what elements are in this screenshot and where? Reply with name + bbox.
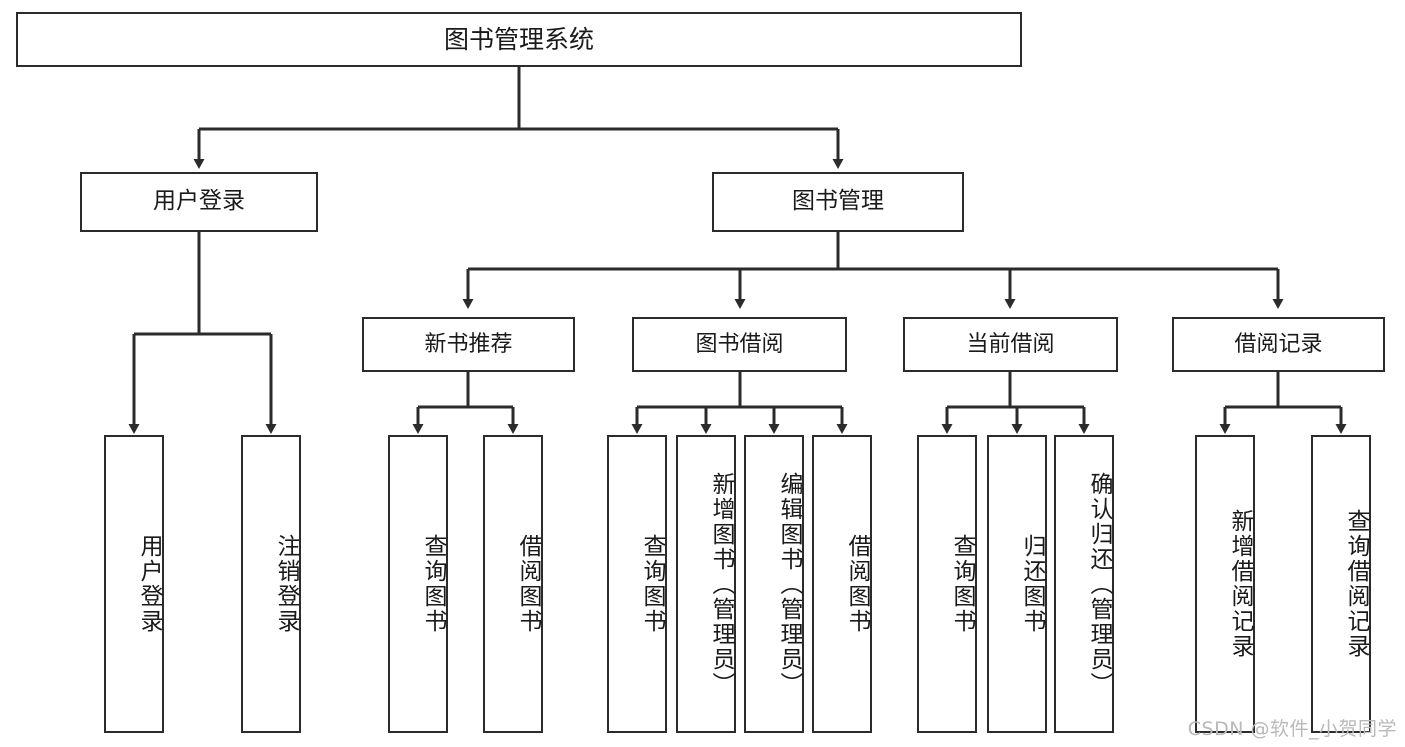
node-borrow-record[interactable]: 借阅记录	[1172, 317, 1385, 372]
node-root-system[interactable]: 图书管理系统	[16, 12, 1022, 67]
node-leaf-query-book-1[interactable]: 查询图书	[388, 435, 448, 733]
node-book-management[interactable]: 图书管理	[712, 172, 964, 232]
leaf-label: 新增借阅记录	[1227, 509, 1253, 659]
node-leaf-add-book-admin[interactable]: 新增图书（管理员）	[676, 435, 736, 733]
node-book-borrow[interactable]: 图书借阅	[632, 317, 847, 372]
leaf-label: 编辑图书（管理员）	[776, 471, 802, 697]
leaf-label: 归还图书	[1019, 534, 1045, 634]
node-leaf-user-login[interactable]: 用户登录	[104, 435, 164, 733]
node-leaf-confirm-return-admin[interactable]: 确认归还（管理员）	[1054, 435, 1114, 733]
node-leaf-borrow-book-2[interactable]: 借阅图书	[812, 435, 872, 733]
node-leaf-return-book[interactable]: 归还图书	[987, 435, 1047, 733]
node-current-borrow[interactable]: 当前借阅	[903, 317, 1118, 372]
node-leaf-query-book-2[interactable]: 查询图书	[607, 435, 667, 733]
leaf-label: 借阅图书	[515, 534, 541, 634]
leaf-label: 查询图书	[420, 534, 446, 634]
leaf-label: 新增图书（管理员）	[708, 471, 734, 697]
node-user-login[interactable]: 用户登录	[80, 172, 318, 232]
node-leaf-edit-book-admin[interactable]: 编辑图书（管理员）	[744, 435, 804, 733]
watermark-text: CSDN @软件_小贺同学	[1187, 718, 1397, 740]
node-new-book-recommend[interactable]: 新书推荐	[362, 317, 575, 372]
leaf-label: 借阅图书	[844, 534, 870, 634]
node-leaf-query-borrow-record[interactable]: 查询借阅记录	[1311, 435, 1371, 733]
node-leaf-borrow-book-1[interactable]: 借阅图书	[483, 435, 543, 733]
leaf-label: 确认归还（管理员）	[1086, 471, 1112, 697]
leaf-label: 注销登录	[273, 534, 299, 634]
node-leaf-logout-login[interactable]: 注销登录	[241, 435, 301, 733]
leaf-label: 查询图书	[949, 534, 975, 634]
node-leaf-query-book-3[interactable]: 查询图书	[917, 435, 977, 733]
leaf-label: 用户登录	[136, 534, 162, 634]
node-leaf-add-borrow-record[interactable]: 新增借阅记录	[1195, 435, 1255, 733]
leaf-label: 查询图书	[639, 534, 665, 634]
leaf-label: 查询借阅记录	[1343, 509, 1369, 659]
